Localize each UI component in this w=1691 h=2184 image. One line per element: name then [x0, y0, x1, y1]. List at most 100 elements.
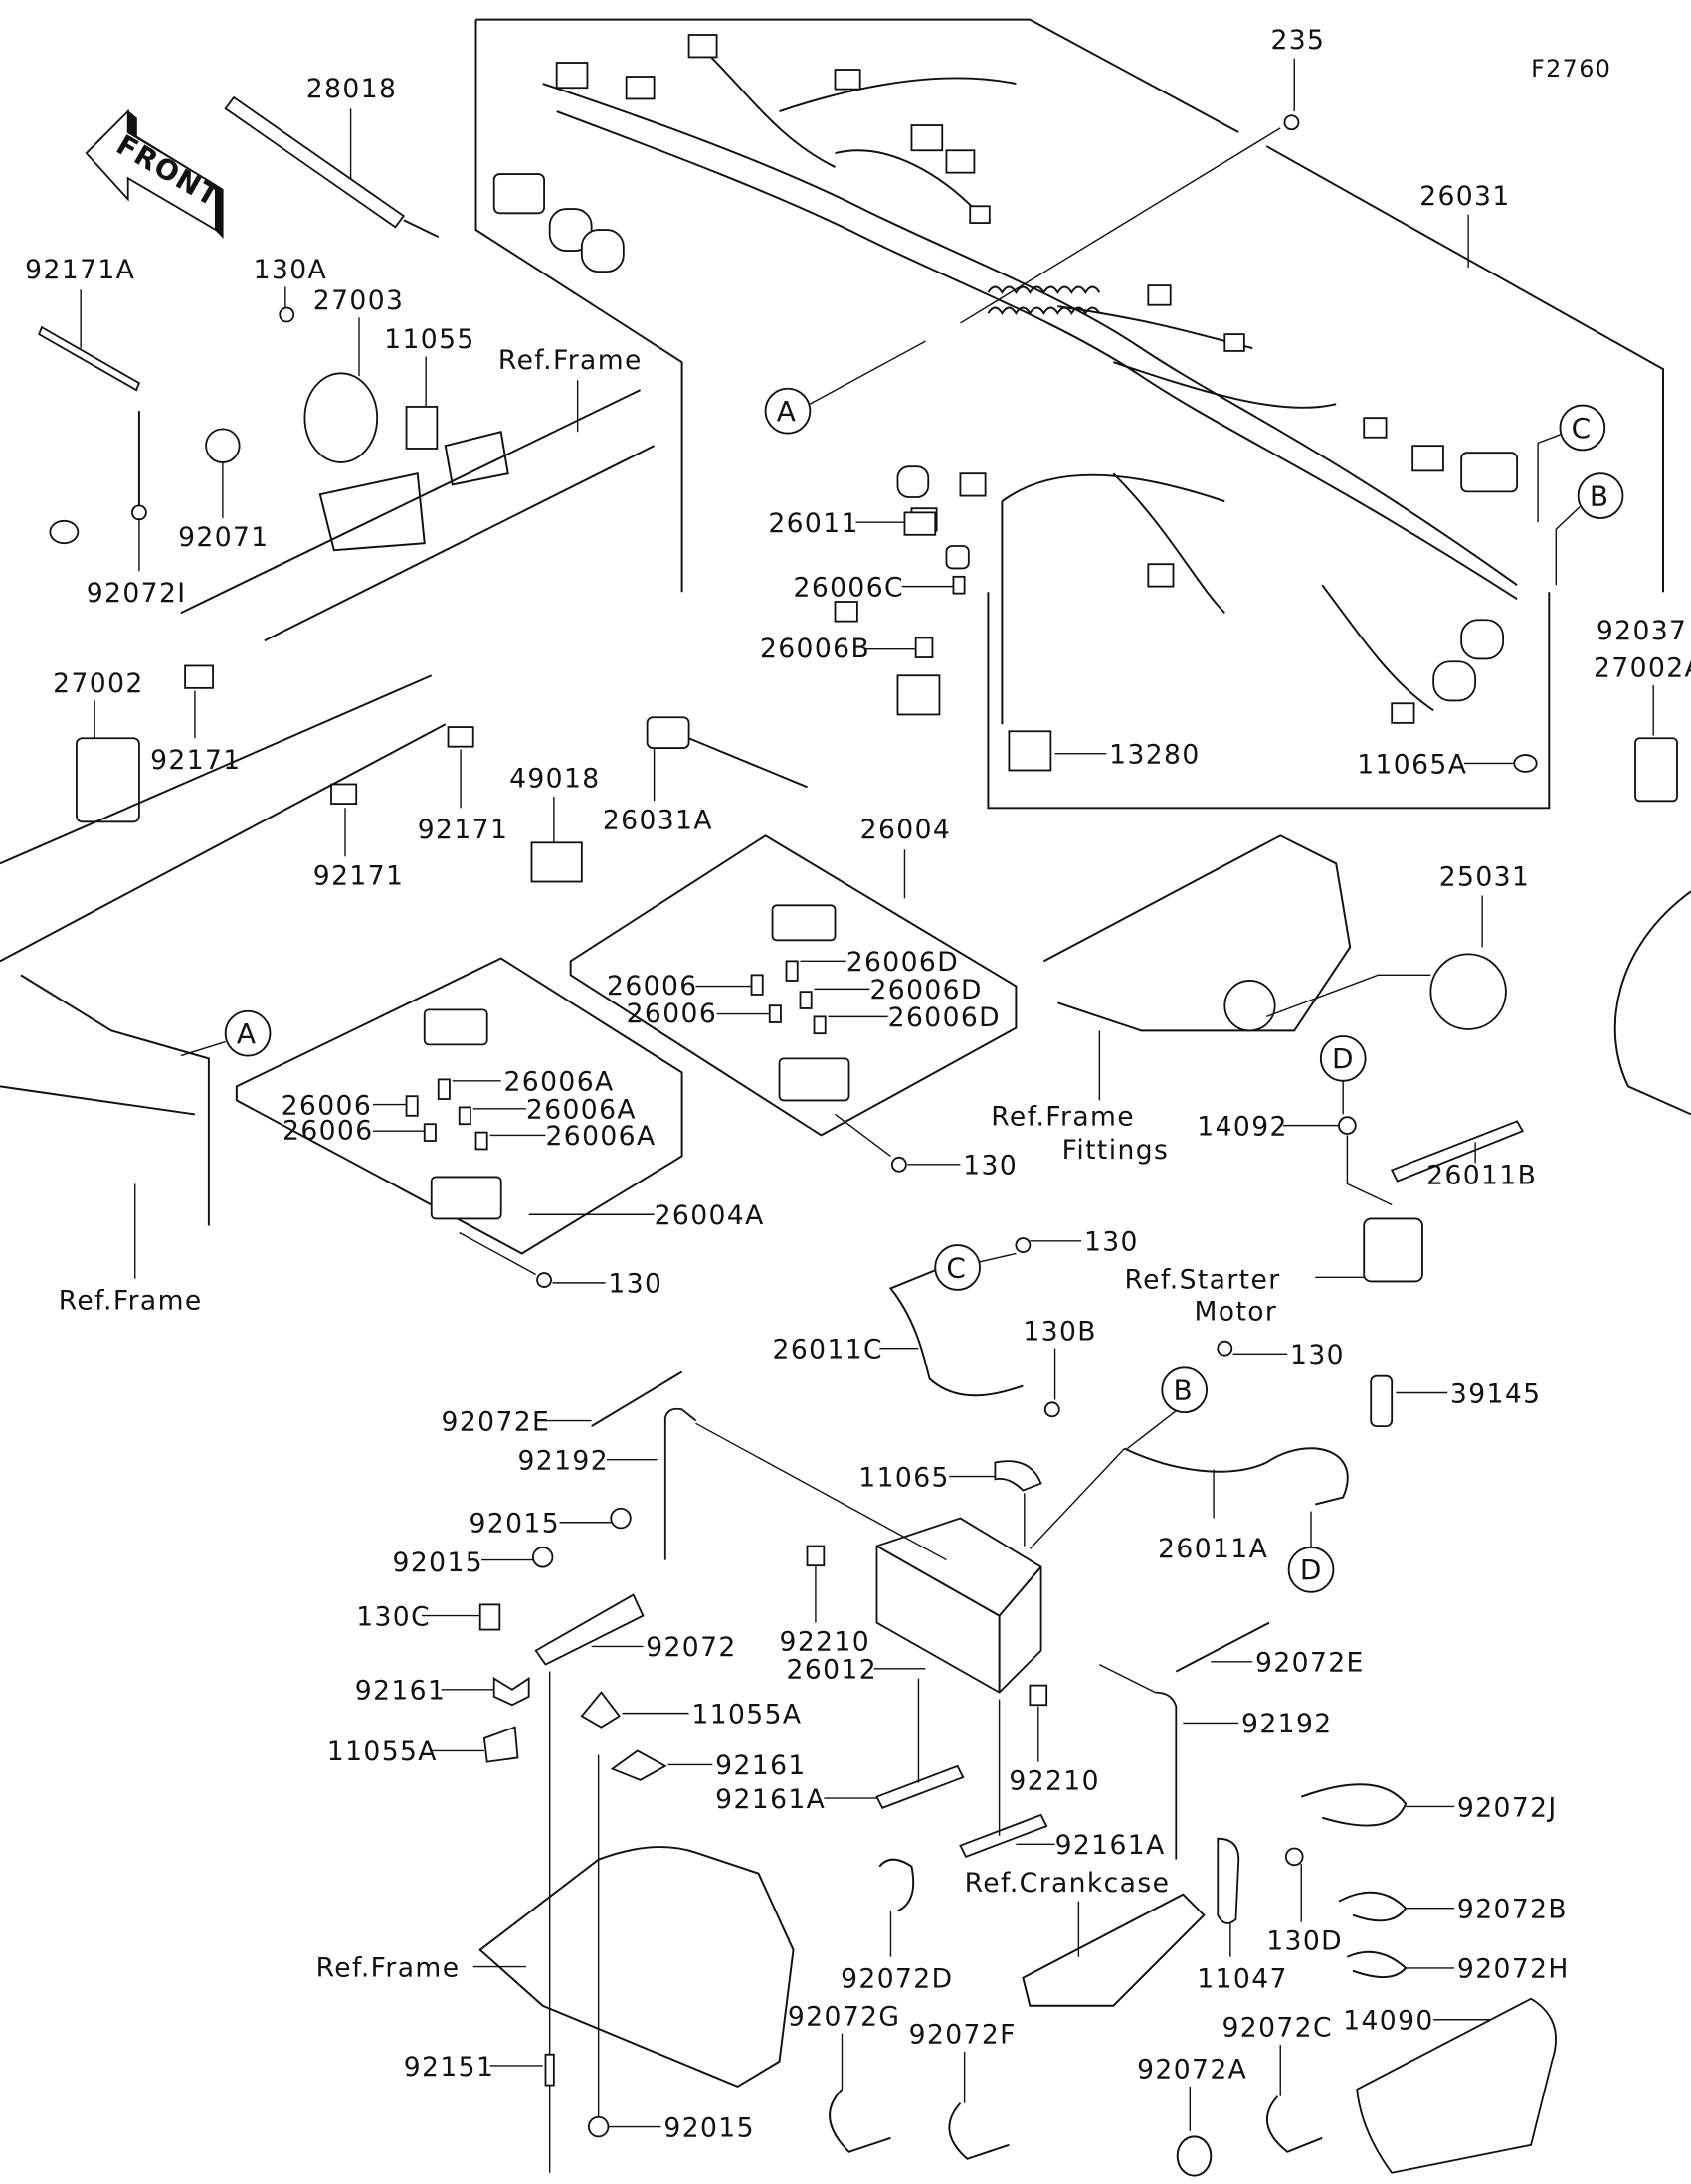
callout-b-harness: B	[1555, 472, 1624, 586]
part-label-92015-2: 92015	[393, 1547, 484, 1578]
part-label-92037: 92037	[1597, 616, 1688, 646]
harness-boundary-bottom	[987, 592, 1551, 810]
part-label-26031: 26031	[1419, 181, 1511, 212]
cable-26011B-icon	[1390, 1120, 1525, 1183]
cap-11065A-icon	[1513, 754, 1538, 773]
bolt-130D-icon	[1284, 1847, 1304, 1867]
bolt-130-icon	[1015, 1237, 1032, 1253]
part-label-26006D-2: 26006D	[869, 975, 982, 1005]
part-label-26006A-3: 26006A	[545, 1121, 656, 1152]
clip-92171-b-icon	[447, 726, 474, 748]
part-label-92072H: 92072H	[1457, 1954, 1570, 1985]
part-label-92161-2: 92161	[715, 1750, 807, 1781]
cap-11065-icon	[994, 1460, 1042, 1492]
fuse-icon	[785, 960, 799, 982]
relay-27002A-icon	[1634, 737, 1678, 803]
main-harness-drawing	[492, 34, 1519, 725]
part-label-27002A: 27002A	[1594, 653, 1691, 684]
battery-26012-icon	[875, 1517, 1042, 1694]
part-label-130-3: 130	[1084, 1227, 1139, 1258]
nut-92015-icon	[587, 2115, 610, 2138]
rod-92151-icon	[544, 2053, 555, 2087]
clip-92171-c-icon	[330, 783, 358, 806]
ref-frame-top: Ref.Frame	[498, 345, 643, 376]
leader-92192-battery-2	[1099, 1663, 1156, 1694]
bracket-11055-icon	[405, 406, 439, 450]
cable-28018-icon	[224, 95, 440, 238]
part-label-92151: 92151	[404, 2052, 495, 2083]
part-label-92171-a: 92171	[150, 745, 242, 776]
part-label-92072E-1: 92072E	[442, 1406, 551, 1437]
fuse-icon	[813, 1015, 827, 1035]
fuse-icon	[458, 1106, 471, 1126]
part-label-26011C: 26011C	[773, 1334, 883, 1365]
part-label-26011A: 26011A	[1158, 1534, 1268, 1564]
part-label-92171A: 92171A	[25, 255, 135, 285]
part-label-26004A: 26004A	[655, 1200, 765, 1231]
fuse-icon	[437, 1078, 451, 1100]
part-label-14092: 14092	[1197, 1111, 1288, 1142]
figure-id: F2760	[1531, 55, 1611, 83]
part-label-130-4: 130	[1290, 1340, 1345, 1370]
clamp-92072A-icon	[1176, 2135, 1213, 2177]
fuse-icon	[750, 974, 764, 996]
connector-49018-icon	[530, 841, 583, 883]
tube-92192-icon	[663, 1407, 697, 1560]
bolt-130B-icon	[1043, 1401, 1060, 1418]
part-label-130-2: 130	[608, 1269, 662, 1300]
svg-text:D: D	[1300, 1553, 1323, 1586]
part-label-92210-1: 92210	[780, 1627, 871, 1658]
nut-92015-icon	[610, 1507, 632, 1530]
part-label-26006D-1: 26006D	[846, 947, 959, 978]
tie-92072E-icon	[591, 1370, 683, 1427]
starter-solenoid-icon	[1363, 1217, 1423, 1283]
part-label-27002: 27002	[53, 668, 144, 699]
callout-a: A	[764, 340, 926, 435]
part-label-14090: 14090	[1343, 2006, 1434, 2037]
clamp-92072G-icon	[829, 2089, 891, 2153]
callout-c-harness: C	[1537, 404, 1606, 523]
grommet-92071-icon	[205, 428, 241, 463]
connector-26011-icon	[903, 511, 937, 536]
fuse-holder-icon	[945, 545, 970, 570]
part-label-92171-c: 92171	[313, 860, 405, 891]
part-label-130D: 130D	[1266, 1926, 1343, 1957]
part-label-11047: 11047	[1197, 1964, 1288, 1995]
part-label-26006A-1: 26006A	[504, 1067, 615, 1098]
part-label-92161A-1: 92161A	[715, 1784, 826, 1815]
bolt-235-icon	[1283, 114, 1300, 131]
part-label-92210-2: 92210	[1009, 1766, 1100, 1797]
relay-27002-icon	[76, 737, 140, 823]
callout-d-bottom: D	[1287, 1511, 1335, 1593]
part-label-11055: 11055	[384, 324, 475, 355]
part-label-92192-2: 92192	[1241, 1709, 1333, 1739]
plate-92072-icon	[534, 1593, 645, 1666]
leader-235-b	[960, 127, 1281, 324]
clip-92171A-icon	[38, 325, 141, 392]
horn-27003-icon	[303, 372, 379, 463]
bolt-130-icon	[536, 1272, 552, 1288]
cable-26011A-icon	[1124, 1447, 1349, 1506]
part-label-130A: 130A	[254, 255, 327, 285]
part-label-26004: 26004	[860, 815, 952, 845]
svg-text:A: A	[777, 395, 798, 428]
ref-frame-fittings-2: Fittings	[1062, 1135, 1170, 1166]
nut-92015-icon	[531, 1547, 554, 1568]
plate-11047-icon	[1217, 1837, 1240, 1924]
harness-boundary-top	[475, 18, 1239, 133]
frame-fittings-drawing	[1042, 834, 1352, 1032]
part-label-26006B: 26006B	[760, 634, 870, 664]
clamp-92072F-icon	[948, 2102, 1010, 2160]
part-label-92072E-2: 92072E	[1255, 1648, 1365, 1679]
part-label-92072D: 92072D	[841, 1964, 953, 1995]
ref-starter-motor-1: Ref.Starter	[1125, 1264, 1281, 1295]
part-label-92072: 92072	[646, 1632, 737, 1663]
callout-a-fusebox: A	[180, 1009, 272, 1057]
ref-frame-left: Ref.Frame	[59, 1285, 203, 1316]
clip-92171-a-icon	[184, 664, 214, 689]
clamp-92072H-icon	[1346, 1950, 1408, 1979]
fuse-block-26004A-icon	[430, 1176, 502, 1220]
part-label-130B: 130B	[1023, 1316, 1097, 1347]
callout-d-top: D	[1319, 1035, 1367, 1115]
part-label-92072A: 92072A	[1137, 2055, 1247, 2086]
